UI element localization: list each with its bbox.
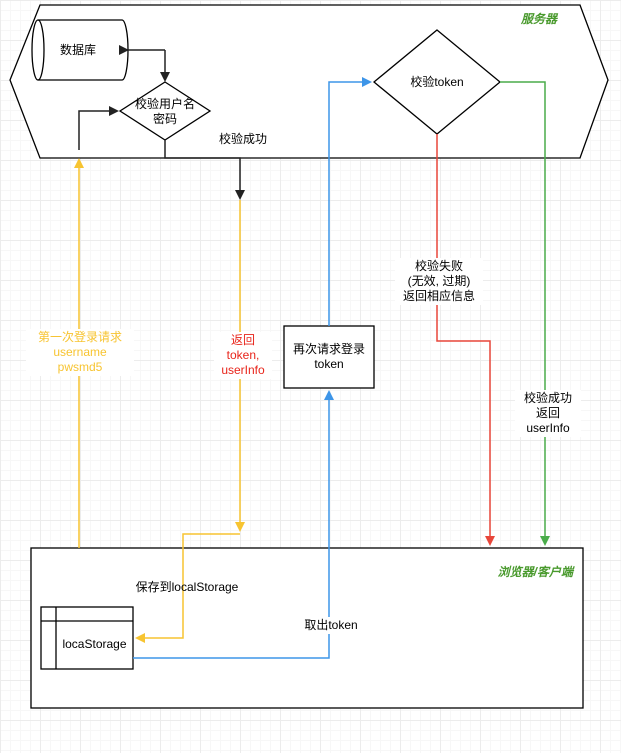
return-token-line-3: userInfo [221, 363, 265, 377]
first-login-label: 第一次登录请求 username pwsmd5 [26, 329, 134, 376]
client-title: 浏览器/客户端 [497, 565, 573, 579]
request-again-label: 再次请求登录 token [286, 342, 372, 372]
save-storage-label: 保存到localStorage [135, 580, 239, 594]
check-fail-path [436, 134, 495, 546]
credential-check-line-1: 校验用户名 [134, 97, 195, 111]
login-success-label: 校验成功 [218, 132, 267, 146]
check-success-line-1: 校验成功 [523, 391, 572, 405]
request-again-line-2: token [314, 357, 344, 371]
credential-check-line-2: 密码 [152, 112, 177, 126]
credential-success-link [164, 140, 245, 200]
credential-check-label: 校验用户名 密码 [120, 97, 210, 127]
check-fail-line-1: 校验失败 [414, 259, 463, 273]
check-success-label: 校验成功 返回 userInfo [515, 390, 581, 437]
server-title: 服务器 [520, 12, 557, 26]
return-token-line-1: 返回 [230, 333, 255, 347]
first-login-line-1: 第一次登录请求 [37, 330, 122, 344]
first-login-line-3: pwsmd5 [57, 360, 103, 374]
check-fail-line-2: (无效, 过期) [407, 274, 471, 288]
request-again-path [328, 77, 372, 326]
take-token-path [133, 390, 334, 659]
save-storage-path [135, 533, 240, 643]
check-success-line-2: 返回 [535, 406, 560, 420]
return-token-line-2: token, [226, 348, 260, 362]
request-again-line-1: 再次请求登录 [292, 342, 365, 356]
return-token-label: 返回 token, userInfo [214, 332, 272, 379]
check-fail-label: 校验失败 (无效, 过期) 返回相应信息 [395, 258, 483, 305]
first-login-line-2: username [53, 345, 107, 359]
token-check-label: 校验token [410, 75, 464, 89]
local-storage-shape [40, 606, 134, 670]
database-label: 数据库 [59, 43, 96, 57]
local-storage-label: locaStorage [62, 637, 127, 651]
check-fail-line-3: 返回相应信息 [402, 289, 475, 303]
login-to-credential-link [78, 106, 119, 150]
check-success-line-3: userInfo [526, 421, 570, 435]
database-cylinder [31, 19, 129, 81]
take-token-label: 取出token [298, 617, 364, 634]
